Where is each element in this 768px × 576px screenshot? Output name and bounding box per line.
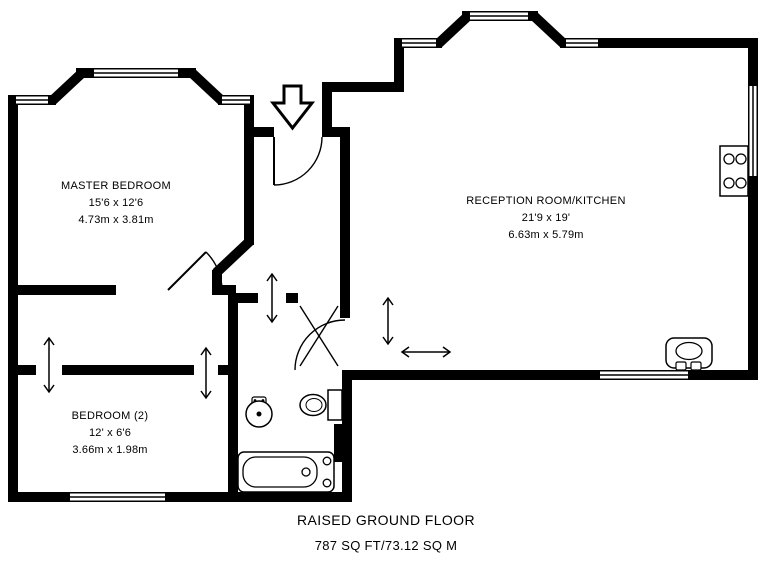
room-dims-imperial: 21'9 x 19'	[522, 212, 570, 224]
opening-arrow-icon	[43, 336, 55, 394]
kitchen-sink-icon	[665, 337, 713, 371]
window	[222, 95, 250, 105]
doors	[167, 136, 346, 371]
room-dims-metric: 4.73m x 3.81m	[78, 214, 153, 226]
entrance-door-swing	[273, 136, 323, 186]
room-dims-metric: 3.66m x 1.98m	[72, 444, 147, 456]
room-name: BEDROOM (2)	[72, 410, 149, 422]
bathtub-icon	[237, 451, 335, 493]
radiator-icon	[334, 424, 352, 462]
floor-area: 787 SQ FT/73.12 SQ M	[315, 538, 458, 553]
room-label-master-bedroom: MASTER BEDROOM 15'6 x 12'6 4.73m x 3.81m	[61, 180, 171, 226]
room-dims-metric: 6.63m x 5.79m	[508, 229, 583, 241]
window	[70, 492, 165, 502]
fixtures	[237, 145, 749, 493]
opening-arrow-icon	[400, 346, 452, 358]
toilet-icon	[299, 389, 343, 421]
hall-bifold-door	[294, 305, 346, 371]
windows	[16, 11, 758, 502]
window	[566, 38, 598, 48]
opening-arrow-icon	[266, 272, 278, 324]
floor-title: RAISED GROUND FLOOR	[297, 512, 475, 528]
window	[16, 95, 48, 105]
opening-arrow-icon	[382, 296, 394, 346]
room-name: MASTER BEDROOM	[61, 180, 171, 192]
window	[748, 86, 758, 176]
window	[402, 38, 436, 48]
opening-arrow-icon	[200, 346, 212, 400]
room-dims-imperial: 12' x 6'6	[89, 427, 131, 439]
room-dims-imperial: 15'6 x 12'6	[89, 197, 144, 209]
hob-icon	[719, 145, 749, 197]
room-label-bedroom-2: BEDROOM (2) 12' x 6'6 3.66m x 1.98m	[72, 410, 149, 456]
plan-caption: RAISED GROUND FLOOR 787 SQ FT/73.12 SQ M	[297, 512, 475, 553]
room-name: RECEPTION ROOM/KITCHEN	[466, 195, 625, 207]
opening-arrows	[43, 272, 452, 400]
wash-basin-icon	[245, 396, 273, 428]
window	[94, 68, 178, 78]
entrance-arrow-icon	[269, 84, 316, 131]
master-bedroom-door-swing	[167, 251, 223, 291]
room-label-reception-room-kitchen: RECEPTION ROOM/KITCHEN 21'9 x 19' 6.63m …	[466, 195, 625, 241]
angled-walls	[48, 12, 568, 277]
room-labels: MASTER BEDROOM 15'6 x 12'6 4.73m x 3.81m…	[61, 180, 625, 456]
window	[470, 11, 528, 21]
window	[600, 370, 688, 380]
